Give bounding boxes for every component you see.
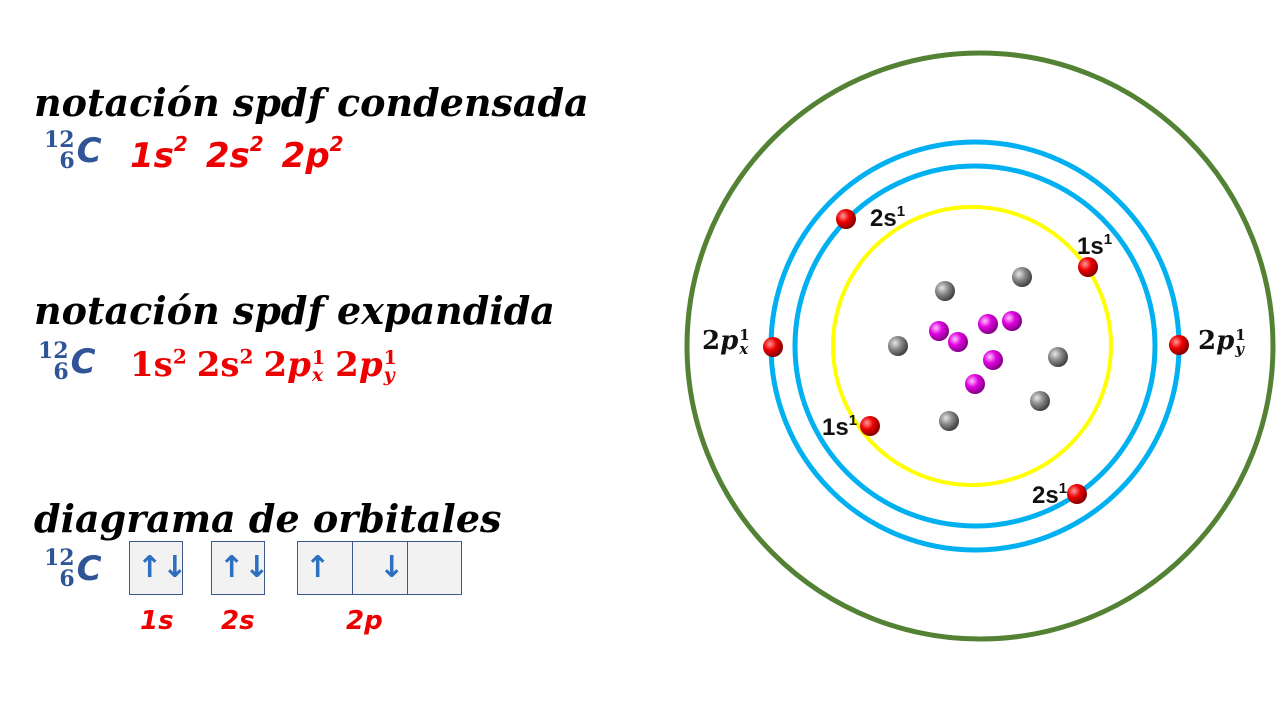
neutron: [935, 281, 955, 301]
orbital-label-2s: 2s: [221, 606, 255, 636]
electron-label-1s: 1s1: [1077, 231, 1113, 260]
orbital-label-2p: 2p: [346, 606, 383, 636]
neutron: [1030, 391, 1050, 411]
electron: [1078, 257, 1098, 277]
electron: [860, 416, 880, 436]
shell-ring-inner: [831, 205, 1113, 487]
config-term: 1s2: [130, 132, 188, 176]
proton: [978, 314, 998, 334]
outer-boundary-ring: [684, 50, 1276, 642]
proton: [1002, 311, 1022, 331]
heading-condensed: notación spdf condensada: [34, 80, 589, 125]
neutron: [1012, 267, 1032, 287]
config-term: 2s2: [205, 132, 264, 176]
proton: [948, 332, 968, 352]
spin-down-arrow: ↓: [379, 550, 405, 585]
electron-pair-arrows: ↑↓: [219, 550, 270, 585]
electron: [1067, 484, 1087, 504]
orbital-box-2p-z: [407, 541, 462, 595]
config-term: 1s2: [130, 345, 187, 386]
heading-expanded: notación spdf expandida: [34, 288, 555, 333]
orbital-box-2p-x: ↑: [297, 541, 353, 595]
shell-ring-middle: [792, 163, 1158, 529]
spin-up-arrow: ↑: [305, 550, 331, 585]
condensed-configuration: 1s2 2s2 2p2: [130, 132, 362, 176]
proton: [983, 350, 1003, 370]
neutron: [888, 336, 908, 356]
electron-pair-arrows: ↑↓: [137, 550, 188, 585]
proton: [929, 321, 949, 341]
electron: [1169, 335, 1189, 355]
neutron: [939, 411, 959, 431]
electron-label-1s: 1s1: [822, 412, 858, 441]
config-term: 2s2: [196, 345, 254, 386]
neutron: [1048, 347, 1068, 367]
orbital-box-2s: ↑↓: [211, 541, 269, 595]
config-term: 2p2: [281, 132, 344, 176]
orbital-box-1s: ↑↓: [129, 541, 187, 595]
electron: [763, 337, 783, 357]
orbital-label-1s: 1s: [140, 606, 174, 636]
heading-orbital-diagram: diagrama de orbitales: [34, 496, 502, 541]
proton: [965, 374, 985, 394]
electron-label-2s: 2s1: [870, 203, 906, 232]
electron-label-2s: 2s1: [1032, 480, 1068, 509]
electron: [836, 209, 856, 229]
